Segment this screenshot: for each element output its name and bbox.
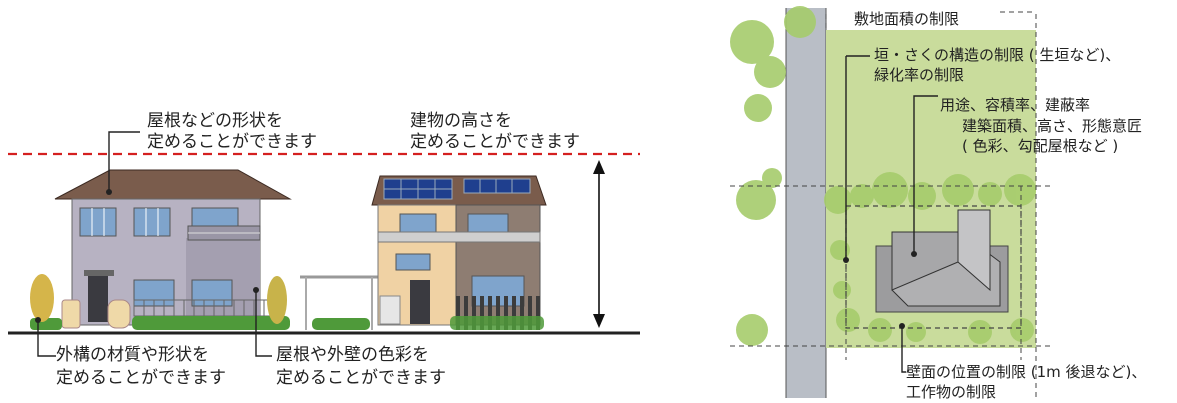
building-plan	[875, 209, 1009, 313]
left-panel-elevation: 屋根などの形状を 定めることができます 建物の高さを 定めることができます 外構…	[8, 111, 640, 388]
height-note: 建物の高さを 定めることができます	[410, 111, 580, 152]
fence-note: 垣・さくの構造の制限 ( 生垣など)、 緑化率の制限	[874, 46, 1125, 84]
height-arrow	[593, 160, 605, 328]
site-area-note: 敷地面積の制限	[854, 10, 959, 28]
exterior-material-note: 外構の材質や形状を 定めることができます	[56, 345, 226, 388]
carport	[300, 275, 378, 330]
wall-position-note: 壁面の位置の制限 (1m 後退など)、 工作物の制限	[906, 363, 1151, 401]
color-note: 屋根や外壁の色彩を 定めることができます	[276, 345, 446, 388]
use-note: 用途、容積率、建蔽率 建築面積、高さ、形態意匠 ( 色彩、勾配屋根など )	[940, 96, 1147, 155]
house-left-roof	[54, 169, 292, 200]
roof-shape-note: 屋根などの形状を 定めることができます	[147, 111, 317, 152]
left-leader-lines	[37, 131, 272, 357]
trees	[730, 6, 1036, 346]
right-panel-site-plan: 敷地面積の制限 垣・さくの構造の制限 ( 生垣など)、 緑化率の制限 用途、容積…	[730, 6, 1151, 401]
solar-panels	[383, 178, 531, 200]
house-left	[54, 169, 292, 326]
house-right	[371, 175, 547, 330]
right-leader-lines	[845, 55, 938, 373]
road	[786, 8, 826, 398]
